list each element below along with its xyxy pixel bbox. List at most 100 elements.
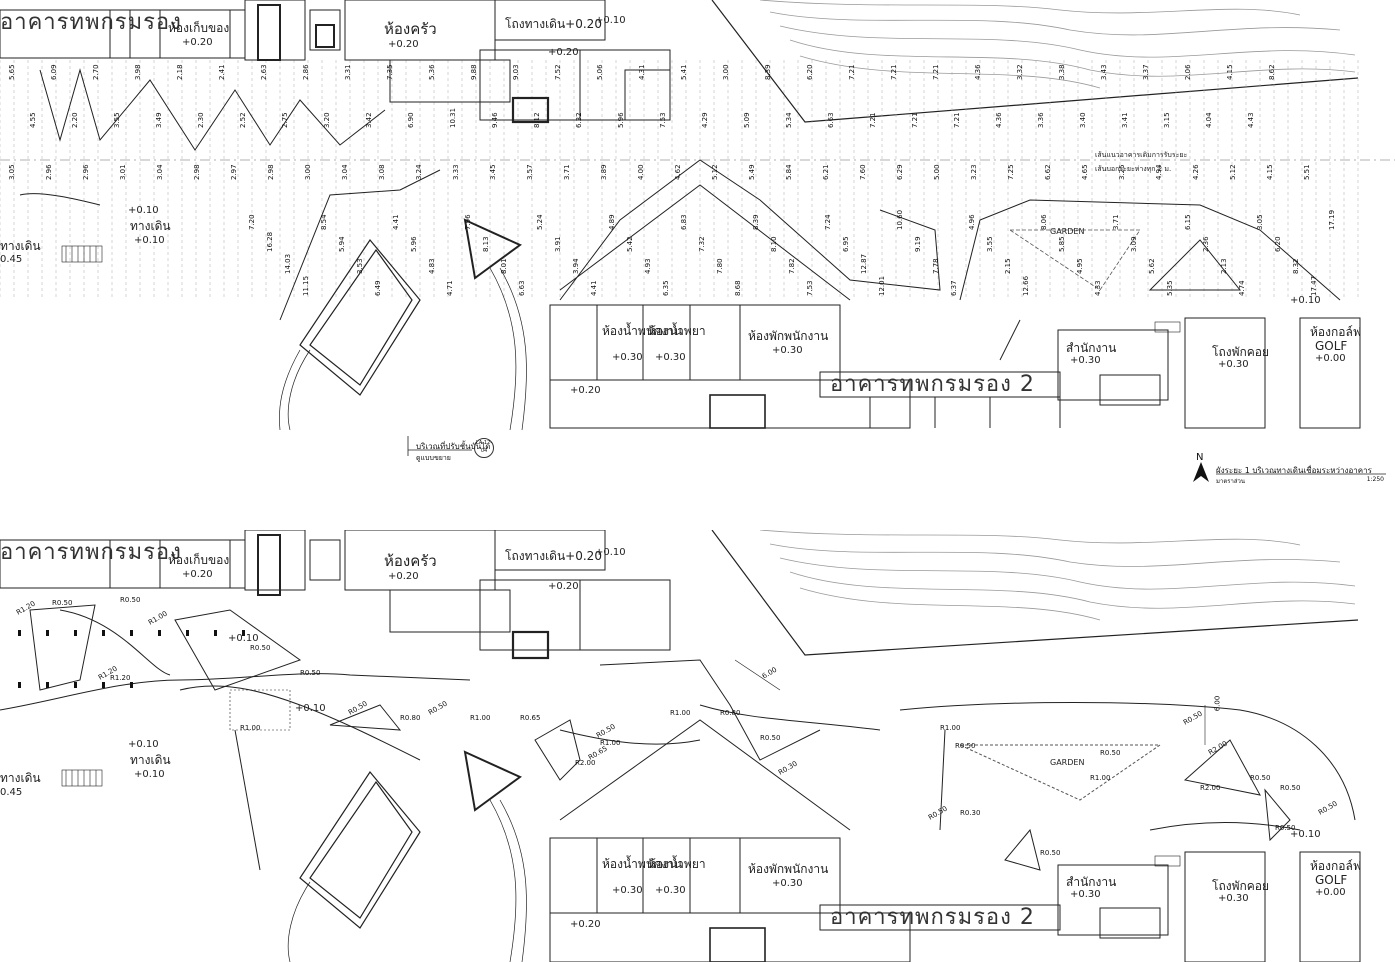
golf-label-b: ห้องกอล์ฟ (1310, 859, 1362, 873)
dimension-label: 5.96 (617, 112, 625, 128)
dimension-label: 7.35 (386, 64, 394, 80)
storage-label: ห้องเก็บของ (168, 21, 230, 35)
storage-level: +0.20 (182, 37, 213, 48)
radius-label: R0.50 (1182, 710, 1204, 727)
dimension-label: 4.55 (29, 112, 37, 128)
dimension-label: 3.33 (452, 164, 460, 180)
dimension-label: 3.94 (572, 258, 580, 274)
radius-label: R2.00 (1207, 740, 1229, 757)
radius-label: R0.50 (1280, 784, 1300, 792)
dimension-label: 6.49 (374, 280, 382, 296)
walkway-left-level: +0.10 (134, 235, 165, 246)
radius-label: R0.50 (1040, 849, 1060, 857)
dimension-label: 16.28 (266, 232, 274, 252)
dimension-6m-b: 6.00 (1213, 695, 1222, 712)
level-left-010: +0.10 (128, 205, 159, 216)
dimension-label: 7.24 (824, 214, 832, 230)
building-label-top-left: อาคารทพกรมรอง (0, 10, 182, 35)
dimension-label: 3.40 (1079, 112, 1087, 128)
dimension-label: 12.87 (860, 254, 868, 274)
dimension-label: 7.32 (698, 236, 706, 252)
bathroom-a-level: +0.30 (612, 352, 643, 363)
bathroom-b-label: ห้องน้ำพยา (648, 324, 706, 338)
drawing-scale: 1:250 (1366, 476, 1384, 483)
callout-tag: LA 12-04 (474, 438, 494, 458)
level-010-right: +0.10 (1290, 295, 1321, 306)
dimension-label: 7.82 (788, 258, 796, 274)
dimension-grid (0, 60, 1359, 300)
contour-lines (759, 530, 1356, 621)
dimension-label: 2.97 (230, 164, 238, 180)
bathroom-b-level-b: +0.30 (655, 885, 686, 896)
dimension-label: 5.34 (785, 112, 793, 128)
dimension-label: 3.71 (1112, 214, 1120, 230)
dimension-label: 9.19 (914, 236, 922, 252)
dimension-label: 5.42 (626, 236, 634, 252)
level-020-bottom: +0.20 (570, 385, 601, 396)
storage-level-b: +0.20 (182, 569, 213, 580)
dimension-label: 6.32 (575, 112, 583, 128)
dimension-label: 11.15 (302, 276, 310, 296)
dimension-label: 4.43 (1247, 112, 1255, 128)
dimension-label: 3.98 (134, 64, 142, 80)
dimension-label: 3.37 (1142, 64, 1150, 80)
radius-label: R0.80 (400, 714, 420, 722)
dimension-label: 7.53 (659, 112, 667, 128)
dimension-label: 2.15 (1004, 258, 1012, 274)
radius-label: R2.00 (575, 759, 595, 767)
office-level-b: +0.30 (1070, 889, 1101, 900)
dimension-label: 5.06 (596, 64, 604, 80)
staff-rest-label: ห้องพักพนักงาน (748, 329, 829, 343)
level-020-bottom-b: +0.20 (570, 919, 601, 930)
dimension-label: 5.36 (428, 64, 436, 80)
radius-label: R0.50 (1275, 824, 1295, 832)
stair-rails (61, 689, 1181, 867)
plan-drawing-top: 5.654.556.092.202.703.553.983.492.182.30… (0, 0, 1395, 430)
level-top-right-b: +0.10 (595, 547, 626, 558)
dimension-label: 5.84 (785, 164, 793, 180)
dimension-label: 8.39 (752, 214, 760, 230)
dimension-label: 4.26 (1192, 164, 1200, 180)
dimension-label: 10.60 (896, 210, 904, 230)
dimension-label: 3.45 (489, 164, 497, 180)
garden-label-b: GARDEN (1050, 758, 1085, 767)
garden-label: GARDEN (1050, 227, 1085, 236)
radius-label: R1.00 (940, 724, 960, 732)
dimension-label: 3.00 (304, 164, 312, 180)
dimension-label: 4.71 (446, 280, 454, 296)
radius-label: R0.80 (720, 709, 740, 717)
radius-label: R0.50 (927, 805, 949, 822)
dimension-label: 8.32 (1292, 258, 1300, 274)
dimension-label: 8.06 (1040, 214, 1048, 230)
dimension-label: 3.20 (323, 112, 331, 128)
golf-text-b: GOLF (1315, 873, 1348, 887)
dimension-label: 5.24 (536, 214, 544, 230)
building-top-left (0, 0, 671, 124)
dimension-label: 6.37 (950, 280, 958, 296)
radius-label: R0.50 (1100, 749, 1120, 757)
dimension-label: 4.89 (608, 214, 616, 230)
staff-rest-level-b: +0.30 (772, 878, 803, 889)
drawing-subtitle: มาตราส่วน (1216, 478, 1245, 485)
dimension-label: 9.88 (470, 64, 478, 80)
level-010-right-b: +0.10 (1290, 829, 1321, 840)
dimension-label: 3.89 (600, 164, 608, 180)
dimension-label: 9.46 (491, 112, 499, 128)
radius-label: R0.50 (595, 723, 617, 740)
dimension-label: 4.94 (1155, 164, 1163, 180)
kitchen-level: +0.20 (388, 39, 419, 50)
dimension-label: 4.41 (590, 280, 598, 296)
ramp-structure (279, 218, 527, 430)
north-letter: N (1196, 452, 1204, 463)
detail-callout: บริเวณที่ปรับชั้นบันได ดูแบบขยาย LA 12-0… (406, 436, 506, 466)
radius-label: R2.00 (1200, 784, 1220, 792)
dimension-label: 8.13 (482, 236, 490, 252)
radius-label: R1.00 (600, 739, 620, 747)
stair-rails (61, 245, 1181, 333)
dimension-label: 7.80 (716, 258, 724, 274)
dimension-label: 5.41 (680, 64, 688, 80)
dimension-label: 9.03 (512, 64, 520, 80)
dimension-label: 5.85 (1058, 236, 1066, 252)
